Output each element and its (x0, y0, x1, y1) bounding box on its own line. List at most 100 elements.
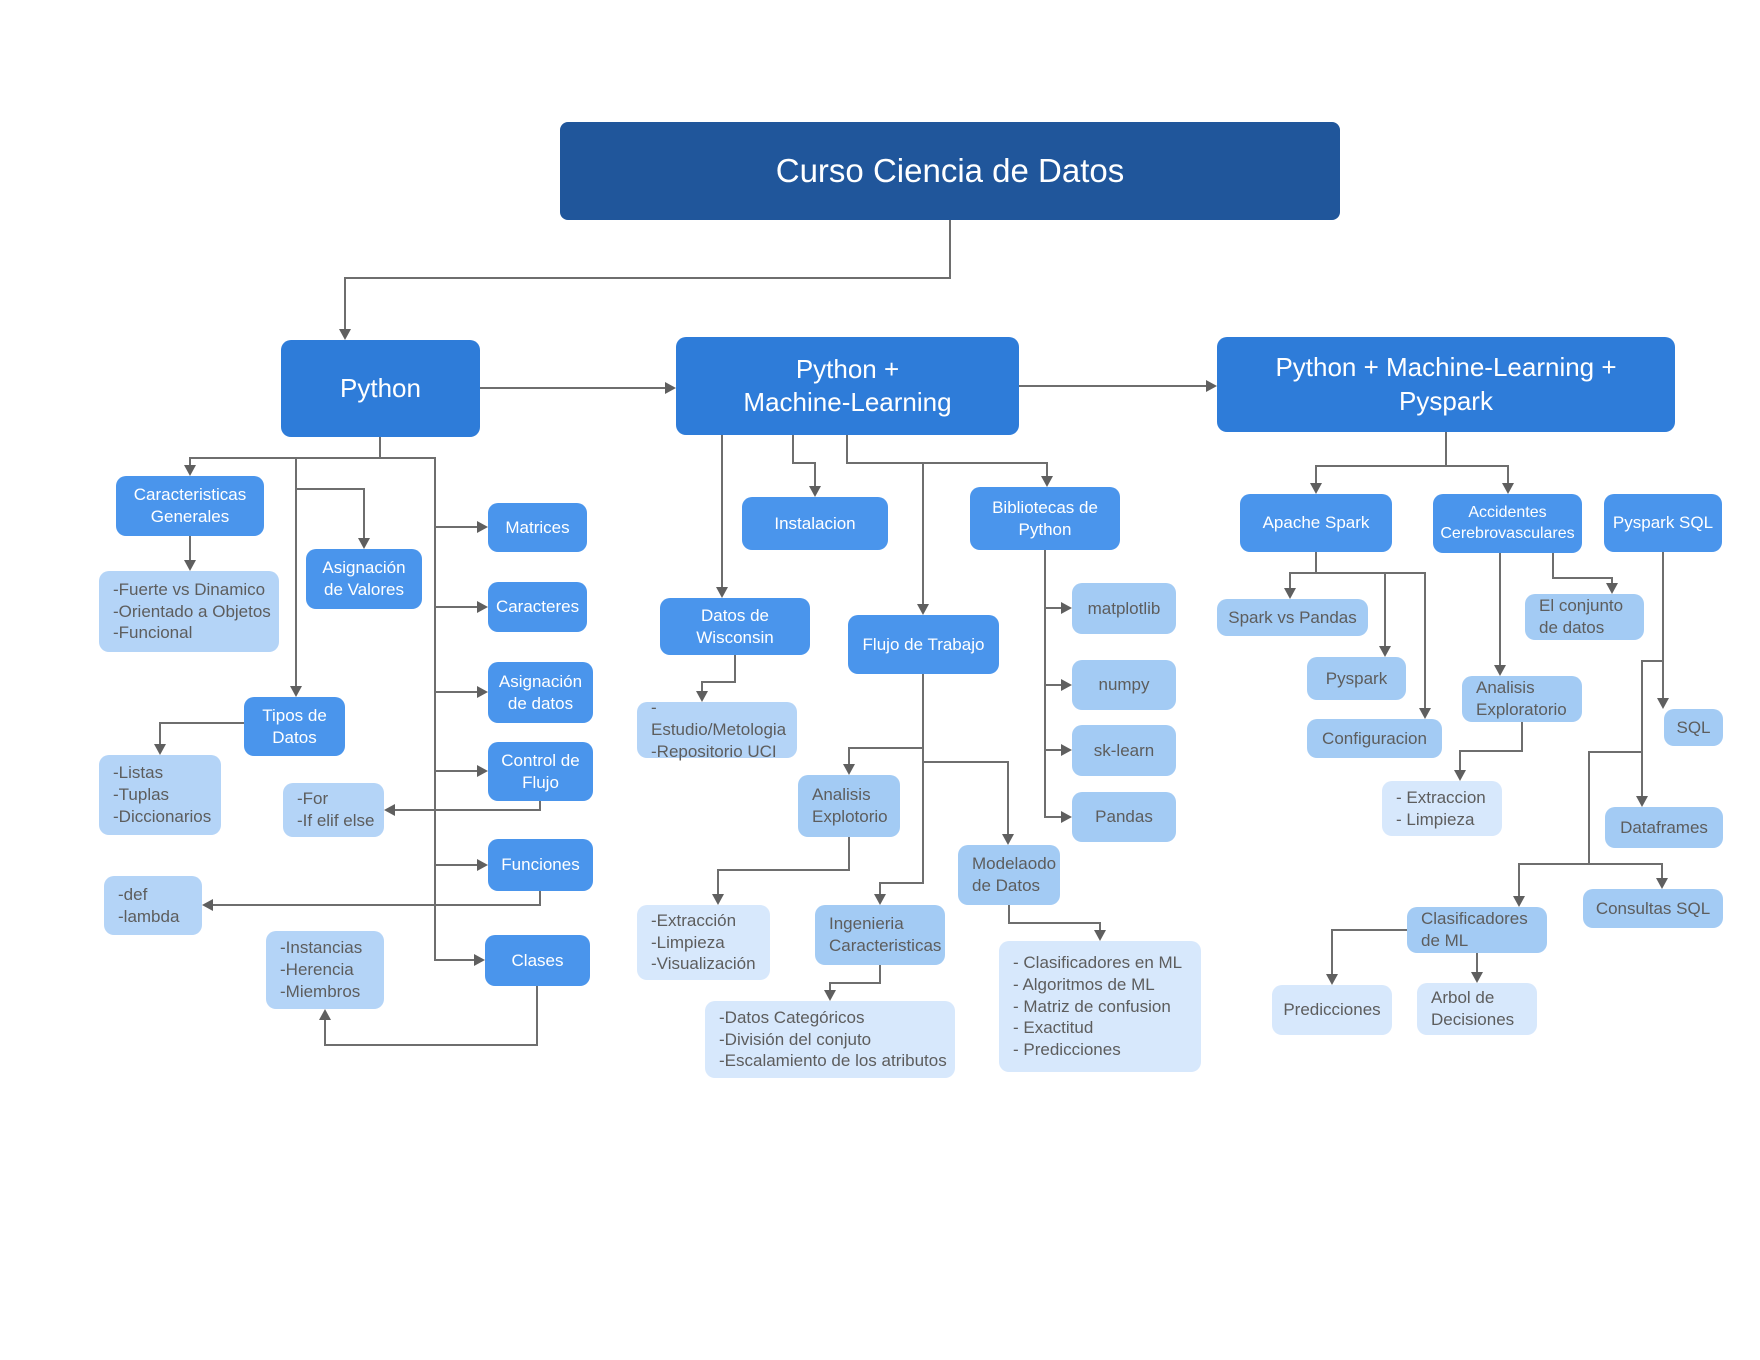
node-configuracion[interactable]: Configuracion (1307, 719, 1442, 758)
node-spark-vs-pandas[interactable]: Spark vs Pandas (1217, 599, 1368, 636)
arrowhead-icon (384, 804, 395, 816)
node-consultas-sql[interactable]: Consultas SQL (1583, 889, 1723, 928)
connector-line (1521, 721, 1523, 752)
node-for-if-list[interactable]: -For -If elif else (283, 783, 384, 837)
node-arbol-de-decisiones[interactable]: Arbol de Decisiones (1417, 983, 1537, 1035)
node-instalacion[interactable]: Instalacion (742, 497, 888, 550)
node-label: Control de Flujo (501, 750, 580, 792)
node-el-conjunto-de-datos[interactable]: El conjunto de datos (1525, 594, 1644, 640)
node-dataframes[interactable]: Dataframes (1605, 807, 1723, 848)
node-estudio-metologia-list[interactable]: -Estudio/Metologia -Repositorio UCI (637, 698, 797, 761)
node-control-de-flujo[interactable]: Control de Flujo (488, 742, 593, 801)
arrowhead-icon (1002, 834, 1014, 845)
node-apache-spark[interactable]: Apache Spark (1240, 494, 1392, 552)
node-listas-tuplas-list[interactable]: -Listas -Tuplas -Diccionarios (99, 755, 221, 835)
connector-line (536, 985, 538, 1046)
node-flujo-de-trabajo[interactable]: Flujo de Trabajo (848, 615, 999, 674)
node-label: Spark vs Pandas (1228, 607, 1357, 627)
node-pyspark-sql[interactable]: Pyspark SQL (1604, 494, 1722, 552)
connector-line (922, 673, 924, 884)
node-asignacion-de-valores[interactable]: Asignación de Valores (306, 549, 422, 609)
node-label: Python (340, 372, 421, 403)
node-python[interactable]: Python (281, 340, 480, 437)
node-label: Matrices (505, 517, 570, 537)
arrowhead-icon (1284, 588, 1296, 599)
connector-line (879, 882, 924, 884)
connector-line (394, 809, 541, 811)
arrowhead-icon (339, 329, 351, 340)
node-label: El conjunto de datos (1539, 596, 1624, 637)
node-clasificadores-de-ml[interactable]: Clasificadores de ML (1407, 907, 1547, 953)
node-numpy[interactable]: numpy (1072, 660, 1176, 710)
node-label: Predicciones (1283, 1000, 1381, 1020)
arrowhead-icon (477, 601, 488, 613)
node-datos-categoricos-list[interactable]: -Datos Categóricos -División del conjuto… (705, 1001, 955, 1078)
node-caracteres[interactable]: Caracteres (488, 582, 587, 632)
connector-line (434, 691, 478, 693)
connector-line (434, 606, 478, 608)
connector-line (1459, 750, 1461, 771)
node-extraccion-limpieza-list[interactable]: - Extraccion - Limpieza (1382, 781, 1502, 836)
connector-line (734, 654, 736, 683)
connector-line (1641, 660, 1664, 662)
connector-line (949, 219, 951, 279)
node-predicciones[interactable]: Predicciones (1272, 985, 1392, 1035)
node-ingenieria-caracteristicas[interactable]: Ingenieria Caracteristicas (815, 905, 945, 965)
node-analisis-exploratorio[interactable]: Analisis Exploratorio (1462, 676, 1582, 722)
node-label: -Datos Categóricos -División del conjuto… (719, 1007, 947, 1071)
node-label: Flujo de Trabajo (862, 634, 985, 654)
connector-line (1552, 552, 1554, 579)
node-label: Asignación de Valores (322, 558, 406, 599)
node-matrices[interactable]: Matrices (488, 503, 587, 552)
node-accidentes-cerebrovasculares[interactable]: Accidentes Cerebrovasculares (1433, 494, 1582, 553)
arrowhead-icon (1061, 811, 1072, 823)
node-datos-de-wisconsin[interactable]: Datos de Wisconsin (660, 598, 810, 655)
node-pandas[interactable]: Pandas (1072, 792, 1176, 842)
connector-line (1661, 863, 1663, 879)
node-label: - Clasificadores en ML - Algoritmos de M… (1013, 953, 1183, 1060)
node-funciones[interactable]: Funciones (488, 839, 593, 891)
node-python-machine-learning-pyspark[interactable]: Python + Machine-Learning + Pyspark (1217, 337, 1675, 432)
connector-line (1044, 816, 1062, 818)
connector-line (879, 964, 881, 984)
node-def-lambda-list[interactable]: -def -lambda (104, 876, 202, 935)
node-curso-ciencia-de-datos[interactable]: Curso Ciencia de Datos (560, 122, 1340, 220)
node-sql[interactable]: SQL (1664, 709, 1723, 746)
arrowhead-icon (1419, 708, 1431, 719)
node-clases[interactable]: Clases (485, 935, 590, 986)
connector-line (1518, 863, 1663, 865)
connector-line (848, 747, 850, 765)
connector-line (434, 457, 436, 961)
node-python-machine-learning[interactable]: Python + Machine-Learning (676, 337, 1019, 435)
node-modelaodo-de-datos[interactable]: Modelaodo de Datos (958, 845, 1060, 905)
node-sk-learn[interactable]: sk-learn (1072, 725, 1176, 776)
arrowhead-icon (184, 560, 196, 571)
node-label: Clases (511, 950, 564, 970)
node-caracteristicas-generales[interactable]: Caracteristicas Generales (116, 476, 264, 536)
node-tipos-de-datos[interactable]: Tipos de Datos (244, 697, 345, 756)
node-analisis-explotorio[interactable]: Analisis Explotorio (798, 775, 900, 837)
node-extraccion-limpieza-visualizacion-list[interactable]: -Extracción -Limpieza -Visualización (637, 905, 770, 980)
node-bibliotecas-de-python[interactable]: Bibliotecas de Python (970, 487, 1120, 550)
node-label: Pandas (1095, 807, 1153, 827)
node-asignacion-de-datos[interactable]: Asignación de datos (488, 662, 593, 723)
node-fuerte-dinamico-list[interactable]: -Fuerte vs Dinamico -Orientado a Objetos… (99, 571, 279, 652)
node-clasificadores-en-ml-list[interactable]: - Clasificadores en ML - Algoritmos de M… (999, 941, 1201, 1072)
node-matplotlib[interactable]: matplotlib (1072, 583, 1176, 634)
connector-line (379, 436, 381, 459)
connector-line (1499, 552, 1501, 666)
connector-line (717, 869, 850, 871)
connector-line (295, 457, 297, 687)
connector-line (1044, 684, 1062, 686)
node-instancias-list[interactable]: -Instancias -Herencia -Miembros (266, 931, 384, 1009)
connector-line (363, 488, 365, 539)
node-label: SQL (1676, 717, 1711, 737)
node-label: -Estudio/Metologia -Repositorio UCI (651, 698, 787, 761)
connector-line (1588, 751, 1590, 865)
node-label: matplotlib (1087, 598, 1161, 618)
node-label: Ingenieria Caracteristicas (829, 914, 942, 955)
node-label: Tipos de Datos (262, 705, 327, 747)
connector-line (1099, 922, 1101, 931)
connector-line (846, 462, 1048, 464)
node-pyspark[interactable]: Pyspark (1307, 657, 1406, 700)
